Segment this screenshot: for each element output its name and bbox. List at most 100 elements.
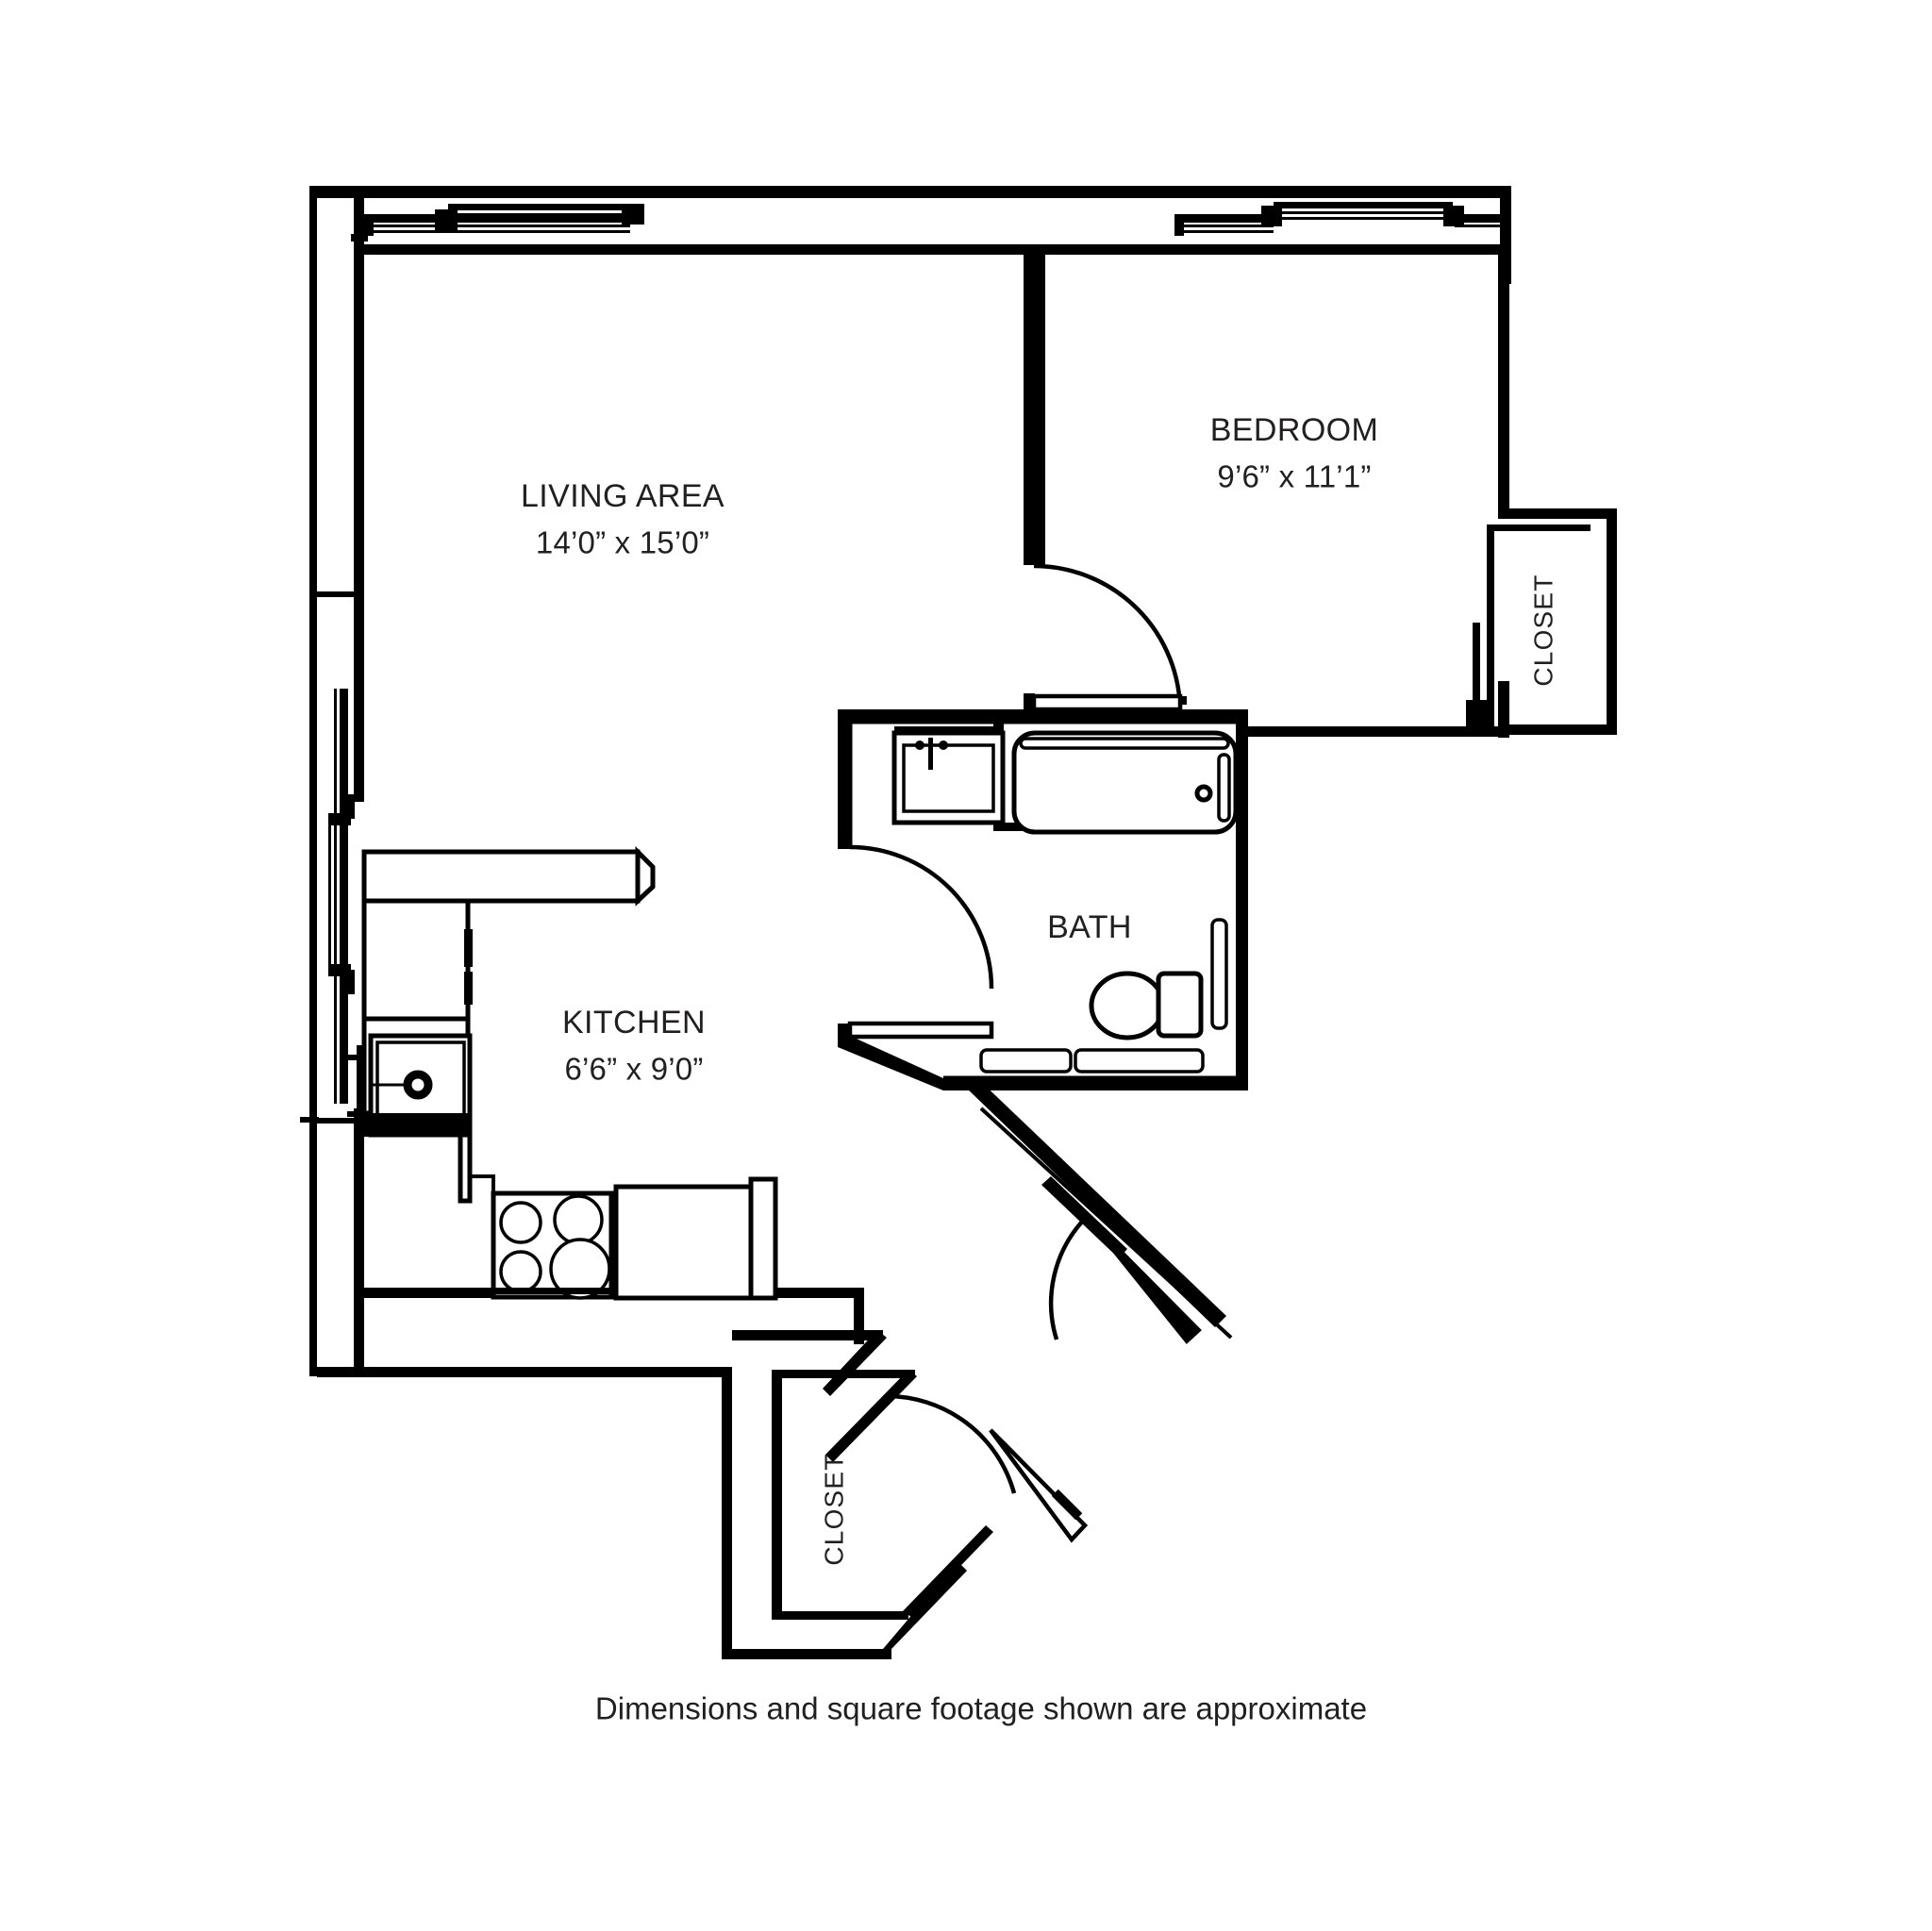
bath-fixtures [891, 722, 1239, 1074]
wall-bath-southwest-diagonal [838, 1036, 943, 1090]
wall-entry-closet-se-diagonal [903, 1525, 993, 1617]
vanity-counter-right [1074, 1048, 1205, 1074]
cabinet-detail-a [464, 929, 473, 967]
kitchen-label: KITCHEN [562, 1005, 706, 1040]
wall-bath-east [1236, 722, 1248, 1090]
wall-living-north-inner [354, 244, 1033, 255]
wall-bedroom-closet-east [1607, 508, 1617, 735]
structural-walls [300, 186, 1617, 1659]
sink-tap-left [915, 741, 924, 750]
entry-closet-door-arc [884, 1393, 1017, 1494]
wall-bedroom-east-upper [1498, 244, 1509, 508]
kitchen-fixtures [347, 845, 778, 1301]
sink-fixture-basin [902, 743, 995, 813]
bathtub-rim [1019, 737, 1230, 750]
bedroom-door-arc [1033, 563, 1183, 713]
wall-entry-hall-inner [979, 1107, 1233, 1340]
sink-backsplash [894, 726, 1003, 734]
outline-left-bottom [309, 186, 732, 1376]
entry-closet-label: CLOSET [819, 1453, 848, 1565]
living-area-label: LIVING AREA [521, 478, 724, 514]
footnote-text: Dimensions and square footage shown are … [595, 1691, 1367, 1726]
doors-group [847, 563, 1202, 1543]
wall-entry-west [722, 1367, 732, 1659]
bathtub-fixture [1011, 730, 1239, 835]
sink-tap-right [939, 741, 948, 750]
bathroom-door-panel [847, 1021, 994, 1040]
closet-door-track-top [1487, 524, 1591, 531]
windows-group [328, 202, 1500, 1104]
wall-left-nib-lower [317, 1118, 357, 1124]
entry-closet-door [884, 1393, 1089, 1543]
wall-living-bedroom-b [1034, 244, 1045, 565]
closet-door-leaf [1473, 623, 1480, 736]
refrigerator-fixture [613, 1184, 754, 1301]
wall-living-bedroom-a [1024, 244, 1034, 565]
bedroom-window [1174, 202, 1500, 236]
kitchen-sink-edge [357, 1045, 366, 1128]
range-back-jog [470, 1174, 495, 1193]
vanity-counter-left [979, 1048, 1073, 1074]
refrigerator-side [748, 1176, 778, 1301]
cabinet-detail-b [464, 972, 473, 1005]
wall-kitchen-east-upper [838, 722, 850, 849]
wall-entry-bottom-diagonal [883, 1561, 967, 1649]
bedroom-label: BEDROOM [1210, 412, 1378, 448]
wall-kitchen-entry-diagonal [823, 1330, 887, 1396]
bathtub-drain [1194, 784, 1213, 803]
wall-left-outer [311, 186, 317, 1374]
labels-group: LIVING AREA 14’0” x 15’0” BEDROOM 9’6” x… [521, 412, 1557, 1726]
wall-left-inner-upper [354, 198, 364, 802]
upper-counter-end [635, 845, 656, 907]
wall-entry-bottom [722, 1649, 891, 1659]
burner-bottom-right [549, 1238, 611, 1300]
wall-bedroom-closet-top [1498, 508, 1617, 519]
base-cabinet-1 [361, 898, 471, 1022]
wall-vanity-divider-foot [993, 823, 1024, 831]
wall-kitchen-hall-jog [854, 1288, 864, 1344]
wall-kitchen-lower-return [732, 1330, 883, 1340]
wall-outlines [309, 186, 1511, 1376]
kitchen-sink-knob [403, 1070, 433, 1100]
burner-top-right [553, 1194, 604, 1245]
wall-entry-closet-south [772, 1611, 908, 1620]
living-area-dimensions: 14’0” x 15’0” [536, 525, 709, 560]
entry-closet-door-stop [1051, 1489, 1083, 1521]
bathroom-door-arc [849, 844, 994, 990]
wall-bedroom-closet-west [1487, 524, 1494, 732]
upper-counter-fixture [361, 849, 641, 904]
entry-door-arc [1048, 1219, 1085, 1340]
wall-left-nib-upper [317, 591, 357, 597]
wall-left-inner-lower [354, 1108, 364, 1374]
wall-bedroom-closet-bottom [1498, 724, 1617, 735]
bedroom-closet-label: CLOSET [1528, 574, 1557, 686]
entry-door [1048, 1214, 1202, 1344]
bath-label: BATH [1047, 909, 1132, 945]
kitchen-dimensions: 6’6” x 9’0” [564, 1052, 703, 1087]
burner-bottom-left [499, 1250, 542, 1293]
wall-entry-hall-outer [965, 1076, 1226, 1327]
wall-bath-west-lower [838, 1024, 850, 1047]
bedroom-dimensions: 9’6” x 11’1” [1217, 459, 1371, 494]
bedroom-door [1031, 563, 1183, 713]
toilet-tank [1156, 971, 1204, 1039]
wall-entry-closet-west [772, 1370, 782, 1620]
kitchen-window [328, 689, 355, 1104]
kitchen-sink-tick2 [347, 1111, 358, 1117]
burner-top-left [499, 1201, 542, 1244]
kitchen-sink-base [364, 1113, 470, 1137]
bathroom-door [847, 844, 994, 1040]
toilet-bowl [1089, 971, 1166, 1040]
wall-bath-south [943, 1078, 1248, 1090]
wall-entry-closet-ne-diagonal [825, 1370, 917, 1462]
kitchen-sink-tick1 [347, 1055, 358, 1060]
wall-bottom-left [317, 1367, 732, 1377]
entry-closet-door-panel [989, 1428, 1089, 1543]
entry-door-panel [1084, 1214, 1202, 1344]
bathtub-faucet-panel [1217, 753, 1231, 823]
range-front [493, 1288, 611, 1294]
base-cabinet-3 [458, 1132, 473, 1204]
wall-bedroom-north-inner [1045, 244, 1509, 255]
